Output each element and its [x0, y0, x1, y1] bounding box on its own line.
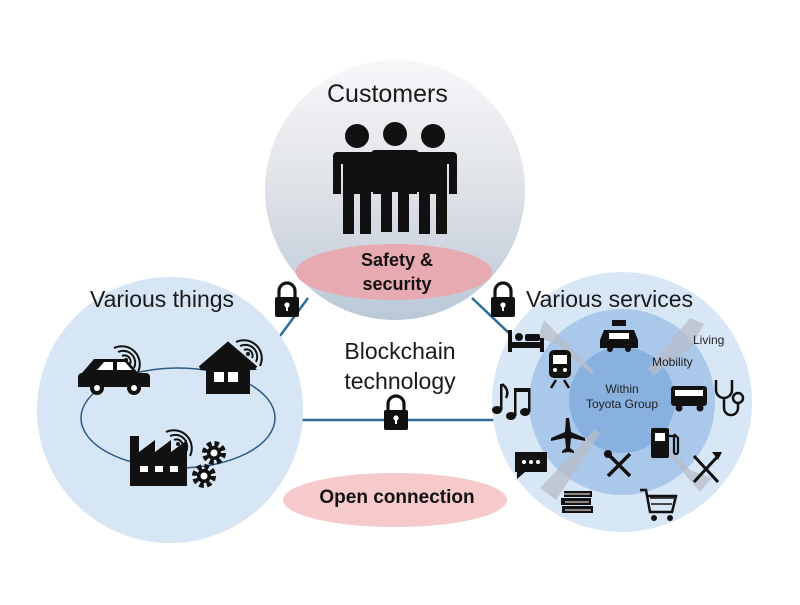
customers-title: Customers	[327, 80, 448, 108]
house-icon	[198, 341, 258, 394]
toyota-group-label: Within Toyota Group	[576, 382, 668, 412]
safety-pill	[296, 244, 492, 300]
things-circle	[37, 277, 303, 543]
plane-icon	[551, 418, 585, 453]
bed-icon	[508, 330, 544, 352]
safety-line-1: Safety &	[360, 250, 434, 270]
toyota-line-2: Toyota Group	[585, 397, 659, 411]
stethoscope-icon	[714, 380, 745, 417]
open-connection-pill	[283, 473, 507, 527]
chat-icon	[515, 452, 547, 479]
blockchain-line-1: Blockchain	[344, 338, 456, 364]
living-ring-label: Living	[693, 333, 725, 347]
connector-customers-services	[471, 297, 513, 337]
blockchain-line-2: technology	[344, 368, 456, 394]
things-title: Various things	[90, 286, 235, 312]
books-icon	[561, 491, 593, 513]
open-connection-label: Open connection	[319, 487, 475, 508]
train-icon	[549, 350, 571, 389]
mobility-ring-label: Mobility	[652, 355, 693, 369]
services-title: Various services	[526, 286, 694, 312]
safety-line-2: security	[362, 274, 432, 294]
taxi-icon	[600, 320, 638, 352]
blockchain-label: Blockchain technology	[320, 336, 480, 396]
lock-icon	[489, 281, 517, 319]
factory-icon	[130, 436, 187, 486]
toyota-line-1: Within	[605, 382, 639, 396]
fork-knife-icon	[692, 452, 722, 484]
fuel-pump-icon	[651, 428, 680, 458]
music-icon	[492, 383, 531, 420]
safety-security-label: Safety & security	[322, 248, 472, 296]
lock-icon	[382, 394, 410, 432]
cart-icon	[640, 488, 678, 521]
tools-icon	[604, 450, 632, 478]
bus-icon	[671, 386, 707, 412]
lock-icon	[273, 281, 301, 319]
car-icon	[78, 359, 150, 395]
